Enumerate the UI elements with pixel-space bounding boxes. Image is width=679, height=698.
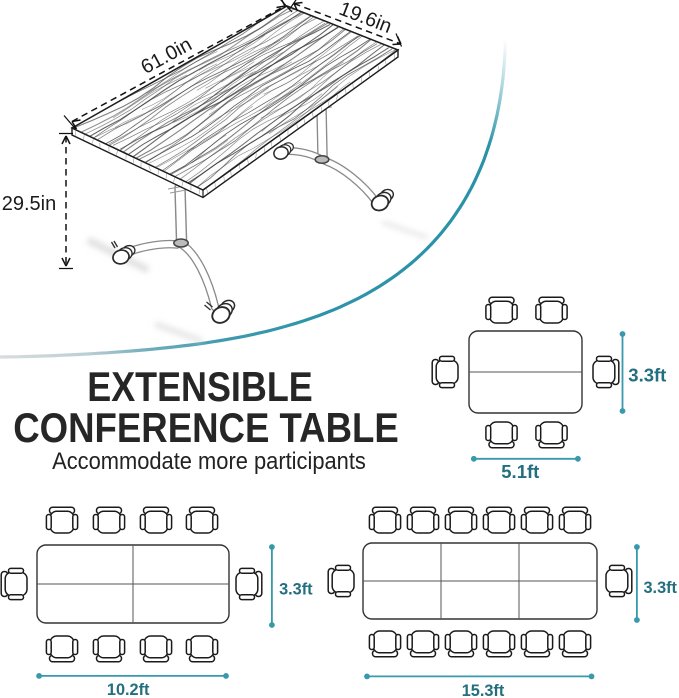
svg-text:10.2ft: 10.2ft: [107, 681, 150, 698]
svg-text:15.3ft: 15.3ft: [462, 682, 505, 698]
svg-text:3.3ft: 3.3ft: [628, 365, 666, 386]
svg-text:3.3ft: 3.3ft: [279, 580, 313, 598]
svg-text:5.1ft: 5.1ft: [501, 461, 539, 482]
svg-text:3.3ft: 3.3ft: [644, 579, 678, 597]
svg-text:29.5in: 29.5in: [2, 193, 57, 215]
